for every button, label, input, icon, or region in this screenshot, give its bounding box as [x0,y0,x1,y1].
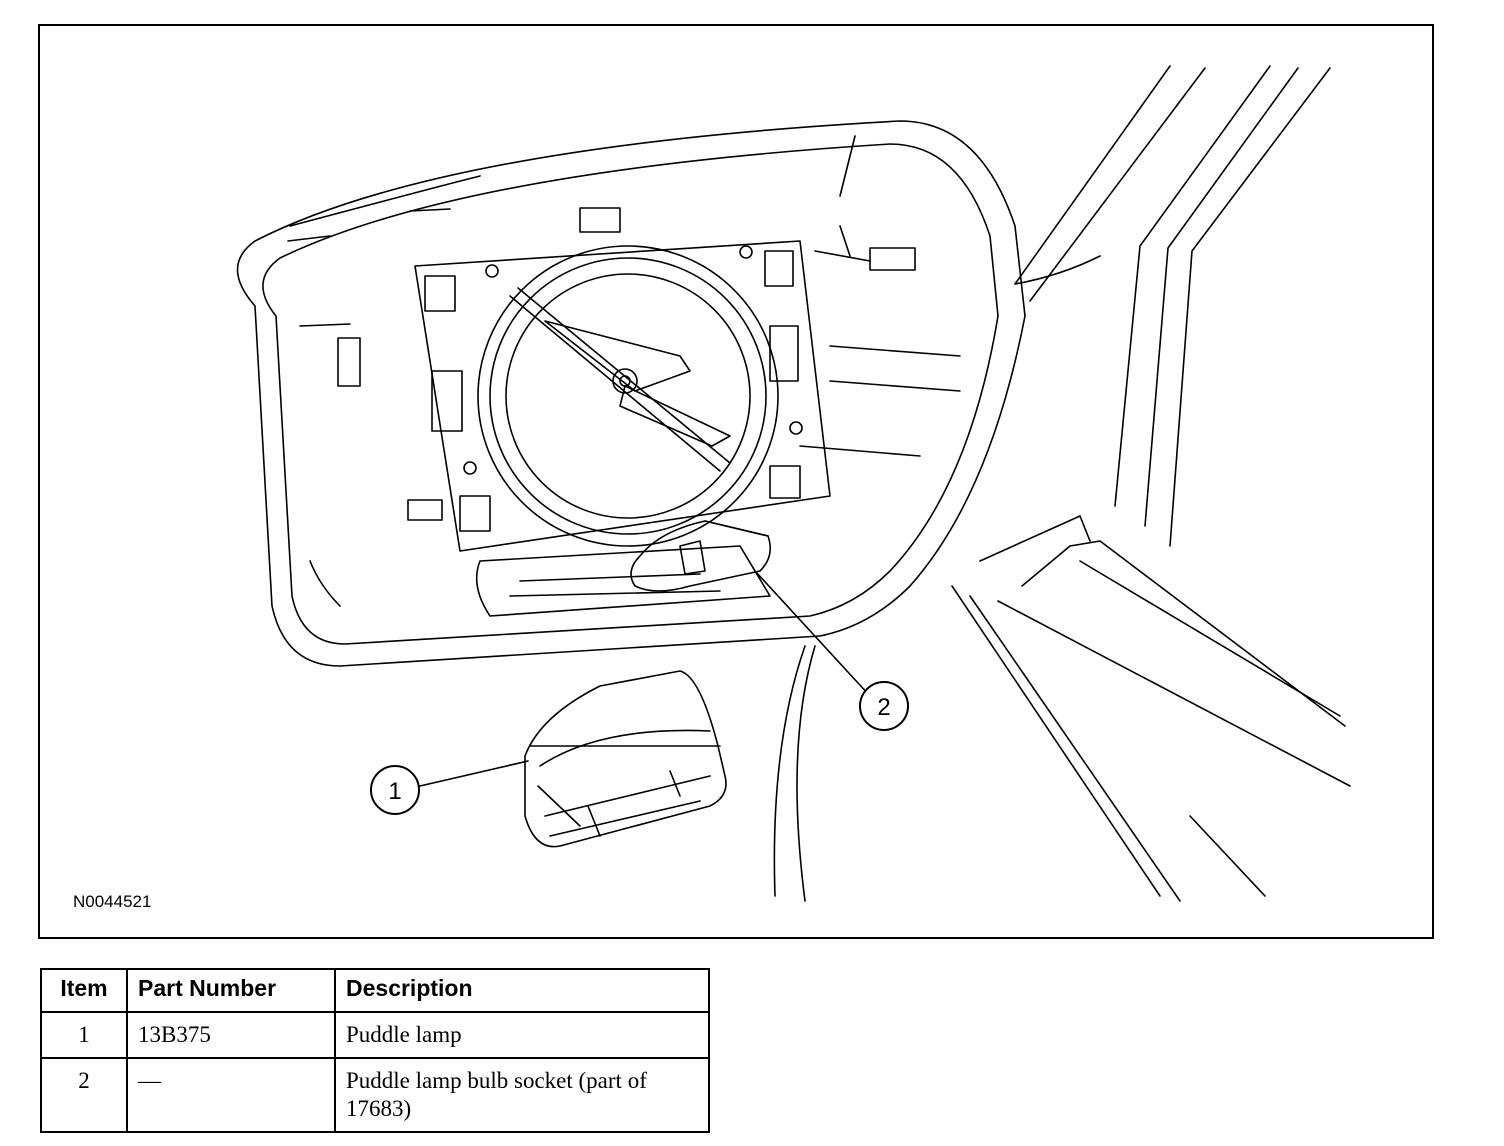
callout-1-number: 1 [388,778,401,805]
mirror-backing-plate [337,207,831,552]
table-header-row: Item Part Number Description [40,968,710,1013]
bulb-socket-part [630,520,771,592]
header-item: Item [40,968,128,1013]
row-part-number: 13B375 [126,1011,336,1059]
callout-2-marker: 2 [859,681,909,731]
callout-2-leader [754,570,871,697]
table-row: 2 — Puddle lamp bulb socket (part of 176… [40,1057,710,1133]
header-part-number: Part Number [126,968,336,1013]
callout-1-leader [419,760,529,787]
mirror-illustration: 1 2 [236,65,1351,902]
puddle-lamp-part [524,670,727,848]
callout-1-marker: 1 [370,765,420,815]
mirror-housing [236,120,1026,667]
row-description: Puddle lamp bulb socket (part of 17683) [334,1057,710,1133]
mirror-motor-dial [477,245,779,547]
table-row: 1 13B375 Puddle lamp [40,1011,710,1059]
callout-2-number: 2 [877,694,890,721]
row-part-number: — [126,1057,336,1133]
exploded-view-figure: 1 2 N0044521 [38,24,1434,939]
wiring-connector [799,225,961,457]
lamp-reflector [309,545,771,617]
row-item: 2 [40,1057,128,1133]
row-description: Puddle lamp [334,1011,710,1059]
figure-id-label: N0044521 [73,892,152,911]
door-frame-lines [773,65,1351,902]
row-item: 1 [40,1011,128,1059]
header-description: Description [334,968,710,1013]
parts-table: Item Part Number Description 1 13B375 Pu… [40,968,710,1133]
